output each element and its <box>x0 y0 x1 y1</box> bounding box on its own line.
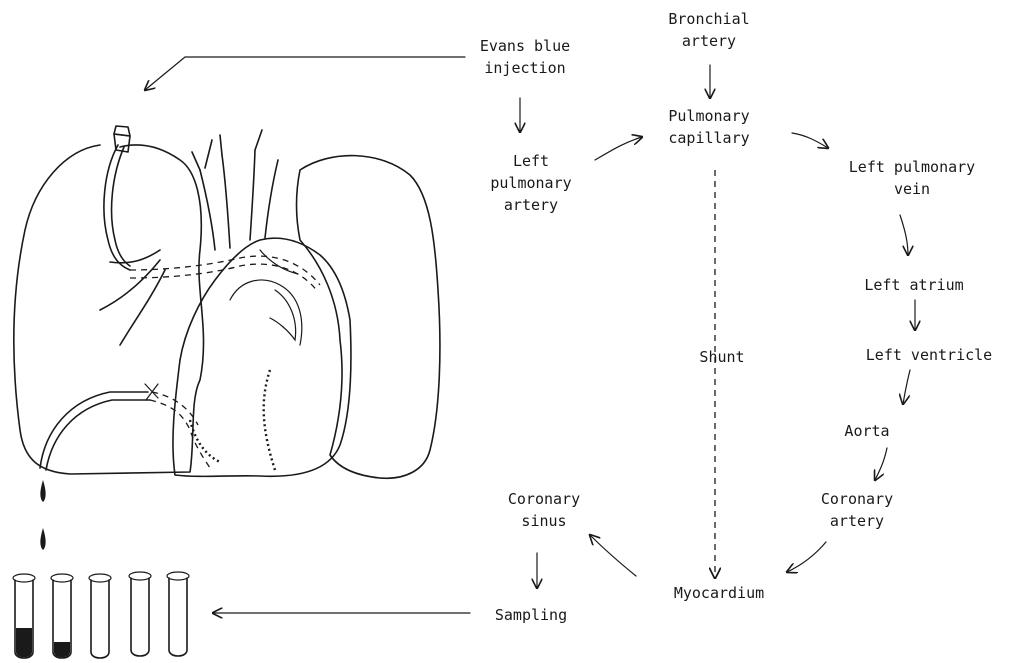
test-tube-icon <box>89 574 111 658</box>
right-lung <box>297 156 440 479</box>
arrow-vein-to-atrium <box>900 215 908 255</box>
label-myocardium: Myocardium <box>674 582 764 604</box>
arrow-coronary-artery-to-myocardium <box>787 542 826 572</box>
arrow-injection-to-catheter <box>145 57 465 90</box>
label-left-atrium: Left atrium <box>864 274 963 296</box>
test-tubes <box>13 572 189 658</box>
arrow-capillary-to-vein <box>792 133 828 148</box>
lungs-heart-illustration <box>14 130 440 478</box>
test-tube-icon <box>167 572 189 656</box>
arrow-myocardium-to-sinus <box>590 535 636 576</box>
sampling-catheter <box>40 384 158 470</box>
label-left-ventricle: Left ventricle <box>866 344 992 366</box>
arrow-aorta-to-coronary-artery <box>875 448 887 480</box>
test-tube-icon <box>129 572 151 656</box>
test-tube-icon <box>51 574 73 658</box>
label-aorta: Aorta <box>844 420 889 442</box>
test-tube-icon <box>13 574 35 658</box>
left-lung <box>14 145 204 474</box>
arrow-ventricle-to-aorta <box>903 370 910 404</box>
label-sampling: Sampling <box>495 604 567 626</box>
catheter-icon <box>104 126 130 270</box>
arrow-lpa-to-capillary <box>595 137 642 160</box>
blood-drop-icon <box>40 480 45 550</box>
label-shunt: Shunt <box>699 346 744 368</box>
